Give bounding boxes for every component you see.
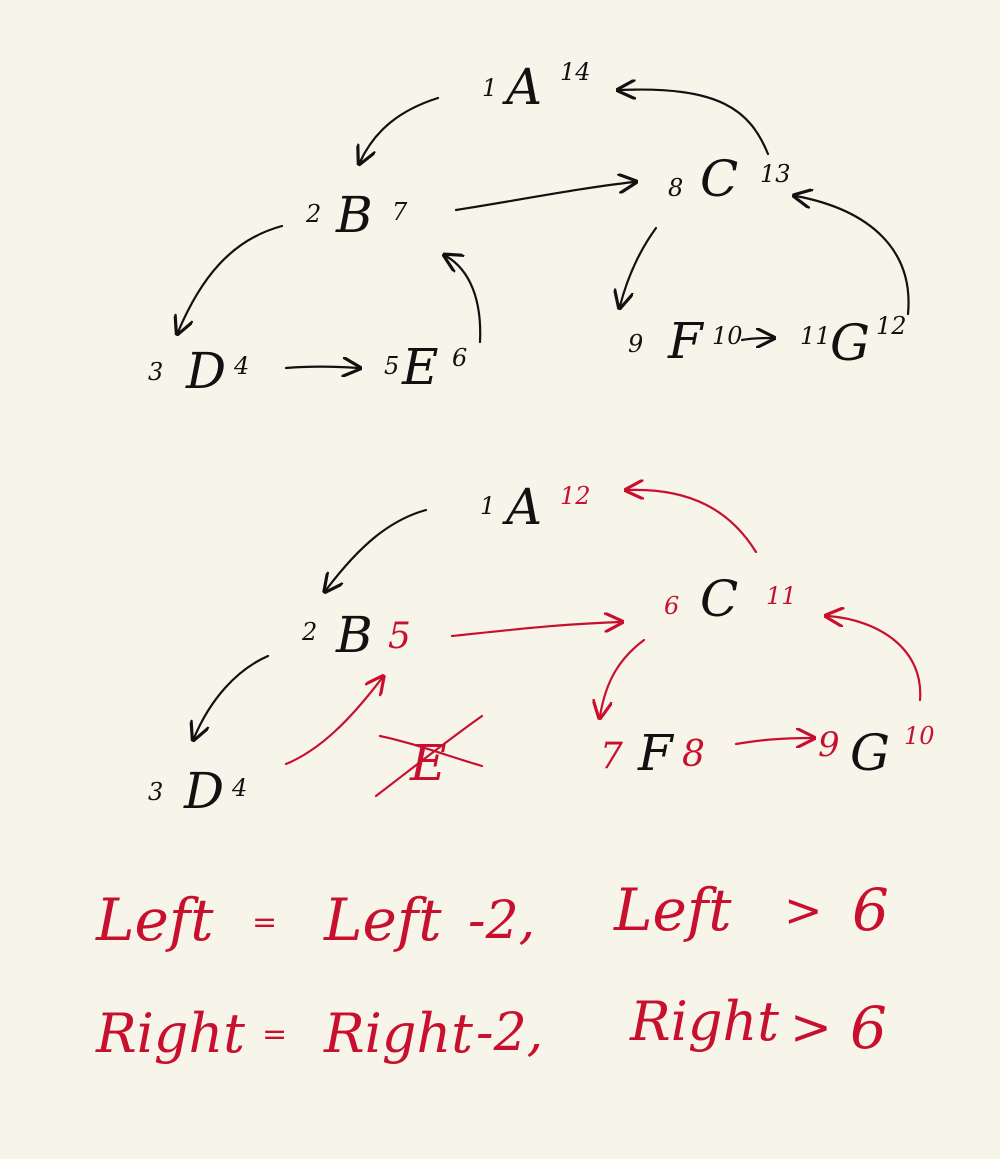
tree1-E-post: 6 [452, 344, 467, 372]
tree2-E-label: E [409, 734, 447, 792]
tree2-arrow-B-to-D [194, 654, 270, 738]
tree2-G-pre: 9 [818, 725, 840, 765]
tree1-node-F: 9 F 10 [628, 312, 743, 370]
tree2-B-label: B [335, 606, 373, 664]
tree1-arrow-G-to-C [796, 196, 910, 316]
formula-left: Left = Left -2, Left > 6 [95, 876, 889, 954]
tree1-arrow-E-to-B [446, 256, 482, 344]
tree2-node-E-crossed: E [374, 714, 484, 798]
formula-right: Right = Right -2, Right > 6 [95, 990, 887, 1065]
tree1-arrow-F-to-G [740, 338, 772, 340]
tree2-arrow-D-to-B [284, 678, 382, 766]
tree2-arrow-B-to-C [450, 622, 620, 638]
tree2-node-D: 3 D 4 [148, 762, 247, 820]
tree1-E-label: E [401, 338, 439, 396]
formula-right-cond-var: Right [629, 990, 779, 1053]
tree2-arrow-C-to-A [628, 490, 758, 554]
tree2-node-G: 9 G 10 [818, 722, 935, 782]
tree2-C-post: 11 [766, 582, 797, 610]
tree2-D-pre: 3 [148, 778, 163, 806]
tree1-B-label: B [335, 186, 373, 244]
tree1-arrow-B-to-C [454, 182, 634, 212]
tree1-node-B: 2 B 7 [305, 186, 408, 244]
formula-left-cond-op: > [784, 883, 823, 937]
tree2-D-label: D [183, 762, 224, 820]
tree1-E-pre: 5 [384, 352, 399, 380]
tree2-arrow-F-to-G [734, 738, 812, 744]
tree1-arrow-A-to-B [360, 96, 440, 162]
tree1: 1 A 14 2 B 7 8 C 13 3 D 4 5 E 6 9 [148, 58, 910, 400]
tree1-A-label: A [502, 58, 542, 116]
tree2-F-post: 8 [682, 734, 705, 775]
tree2-arrow-G-to-C [828, 616, 922, 702]
tree2-B-post: 5 [388, 616, 411, 657]
tree1-D-post: 4 [233, 352, 249, 380]
tree1-D-pre: 3 [148, 358, 163, 386]
tree2-F-label: F [637, 724, 675, 782]
tree1-F-label: F [667, 312, 705, 370]
tree2: 1 A 12 2 B 5 6 C 11 3 D 4 E 7 [148, 478, 935, 820]
formula-right-rhs: Right [323, 1002, 473, 1065]
tree1-F-post: 10 [712, 322, 743, 350]
tree2-arrow-C-to-F [600, 638, 646, 716]
tree2-F-pre: 7 [600, 736, 623, 777]
tree2-E-cross-stroke-2 [378, 734, 484, 768]
tree2-node-B: 2 B 5 [301, 606, 411, 664]
tree2-arrow-A-to-B [326, 508, 428, 590]
formula-right-minus: -2, [476, 1003, 543, 1063]
tree1-F-pre: 9 [628, 330, 643, 358]
formula-left-minus: -2, [468, 891, 535, 951]
tree1-arrow-B-to-D [178, 224, 284, 332]
tree2-B-pre: 2 [301, 618, 317, 646]
tree1-node-A: 1 A 14 [482, 58, 591, 116]
tree1-D-label: D [185, 342, 226, 400]
tree2-E-cross-stroke-1 [374, 714, 484, 798]
tree2-A-post: 12 [560, 482, 591, 510]
tree1-node-C: 8 C 13 [668, 150, 791, 208]
tree1-A-post: 14 [560, 58, 591, 86]
tree1-node-E: 5 E 6 [384, 338, 467, 396]
tree1-node-D: 3 D 4 [148, 342, 249, 400]
tree1-B-post: 7 [392, 198, 408, 226]
formula-right-cond-op: > [790, 998, 832, 1056]
formula-left-rhs: Left [323, 886, 442, 954]
tree2-node-C: 6 C 11 [664, 570, 797, 628]
tree1-G-label: G [830, 314, 870, 372]
tree2-D-post: 4 [231, 774, 247, 802]
tree1-G-post: 12 [876, 312, 907, 340]
tree1-B-pre: 2 [305, 200, 321, 228]
tree2-node-A: 1 A 12 [480, 478, 591, 536]
tree1-arrow-C-to-A [620, 90, 770, 156]
tree2-A-pre: 1 [480, 492, 495, 520]
tree1-C-label: C [700, 150, 738, 208]
formula-left-cond-val: 6 [852, 876, 889, 944]
formula-left-eq: = [252, 905, 277, 940]
tree2-A-label: A [502, 478, 542, 536]
formula-left-lhs: Left [95, 886, 214, 954]
tree1-G-pre: 11 [800, 322, 831, 350]
tree1-A-pre: 1 [482, 74, 497, 102]
tree1-C-pre: 8 [668, 174, 683, 202]
tree2-C-label: C [700, 570, 738, 628]
tree1-arrow-C-to-F [620, 226, 658, 306]
formula-right-lhs: Right [95, 1002, 245, 1065]
tree2-G-post: 10 [904, 722, 935, 750]
tree2-G-label: G [850, 724, 890, 782]
formula-right-cond-val: 6 [850, 994, 887, 1062]
tree1-arrow-D-to-E [284, 367, 358, 369]
tree2-node-F: 7 F 8 [600, 724, 705, 782]
tree1-node-G: 11 G 12 [800, 312, 907, 372]
tree1-C-post: 13 [760, 160, 791, 188]
tree2-C-pre: 6 [664, 592, 679, 620]
formula-left-cond-var: Left [613, 876, 732, 944]
formula-right-eq: = [262, 1017, 287, 1052]
